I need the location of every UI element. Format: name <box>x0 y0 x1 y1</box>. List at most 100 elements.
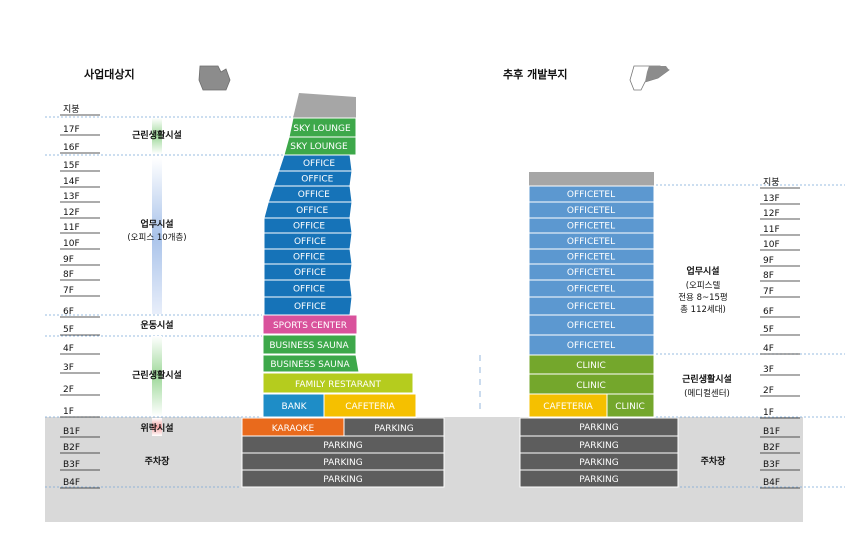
business-sauna-3f-label: BUSINESS SAUNA <box>270 360 350 370</box>
left-tower: SKY LOUNGE SKY LOUNGE OFFICEOFFICEOFFICE… <box>241 93 445 488</box>
left-office-floors: OFFICE OFFICE OFFICE OFFICE OFFICE OFFICE OFFI… <box>263 154 353 316</box>
business-sauna-4f-label: BUSINESS SAUNA <box>269 341 349 351</box>
left-floor-label: 17F <box>63 125 80 135</box>
right-officetel-floors: OFFICETEL OFFICETEL OFFICETEL OFFICETEL OFFI… <box>528 185 655 356</box>
left-site-map-icon <box>198 65 231 91</box>
officetel-floor-label: OFFICETEL <box>567 190 615 200</box>
left-floor-label: 15F <box>63 161 80 171</box>
right-floor-label: B3F <box>763 460 780 470</box>
right-zone-label-office: 업무시설 <box>686 265 719 277</box>
office-floor-label: OFFICE <box>293 222 325 232</box>
left-floor-label: 1F <box>63 407 74 417</box>
parking-floor-label: PARKING <box>579 441 619 451</box>
zone-label-office: 업무시설 <box>140 218 173 230</box>
right-zone-label-office-sub3: 총 112세대) <box>680 305 726 315</box>
office-floor-label: OFFICE <box>294 237 326 247</box>
left-floor-label: B4F <box>63 478 80 488</box>
family-restaurant <box>262 372 414 394</box>
officetel-floor-label: OFFICETEL <box>567 237 615 247</box>
office-floor-label: OFFICE <box>293 285 325 295</box>
left-floor-label: 14F <box>63 177 80 187</box>
left-floor-label: 13F <box>63 192 80 202</box>
right-zone-label-office-sub1: (오피스텔 <box>686 280 721 291</box>
cafeteria-left-label: CAFETERIA <box>345 402 395 412</box>
office-floor-label: OFFICE <box>296 206 328 216</box>
zone-label-office-sub: (오피스 10개층) <box>127 232 186 243</box>
office-floor-label: OFFICE <box>303 159 335 169</box>
right-floor-label: 10F <box>763 240 780 250</box>
office-floor-label: OFFICE <box>294 268 326 278</box>
zone-label-retail: 근린생활시설 <box>132 369 182 381</box>
left-site-title: 사업대상지 <box>84 67 135 81</box>
parking-floor-label: PARKING <box>579 423 619 433</box>
business-sauna-3f <box>262 354 360 373</box>
zone-label-parking: 주차장 <box>145 455 171 467</box>
zone-label-sports: 운동시설 <box>140 319 173 331</box>
zone-bar-retail <box>152 336 162 416</box>
officetel-floor-label: OFFICETEL <box>567 321 615 331</box>
left-floor-label: B2F <box>63 443 80 453</box>
left-floor-label: 11F <box>63 223 80 233</box>
officetel-floor-label: OFFICETEL <box>567 268 615 278</box>
zone-bar-office <box>152 158 162 314</box>
right-floor-label: 13F <box>763 194 780 204</box>
parking-floor-label: PARKING <box>323 458 363 468</box>
parking-floor <box>519 469 679 488</box>
left-floor-label: 16F <box>63 143 80 153</box>
right-floor-label: B2F <box>763 443 780 453</box>
sky-lounge-17f-label: SKY LOUNGE <box>293 124 351 134</box>
parking-floor-label: PARKING <box>579 458 619 468</box>
left-floor-label: 6F <box>63 307 74 317</box>
right-zone-label-office-sub2: 전용 8~15평 <box>678 292 728 303</box>
right-parking-floors: PARKING PARKING PARKING PARKING <box>519 417 679 488</box>
right-floor-label: 11F <box>763 225 780 235</box>
officetel-floor-label: OFFICETEL <box>567 206 615 216</box>
sky-lounge-16f <box>283 136 357 156</box>
right-floor-label: 지붕 <box>763 177 780 188</box>
left-floor-label: 12F <box>63 208 80 218</box>
sky-lounge-16f-label: SKY LOUNGE <box>290 142 348 152</box>
sports-center <box>262 314 358 335</box>
family-restaurant-label: FAMILY RESTARANT <box>295 380 381 390</box>
right-floor-label: 2F <box>763 386 774 396</box>
parking-floor-label: PARKING <box>323 475 363 485</box>
right-floor-label: B1F <box>763 427 780 437</box>
clinic-1f-label: CLINIC <box>615 402 645 412</box>
office-floor-label: OFFICE <box>294 302 326 312</box>
zone-label-top-retail: 근린생활시설 <box>132 129 182 141</box>
left-floor-label: 8F <box>63 270 74 280</box>
officetel-floor-label: OFFICETEL <box>567 302 615 312</box>
left-floor-label: 10F <box>63 239 80 249</box>
right-zone-label-parking: 주차장 <box>701 455 727 467</box>
office-floor-label: OFFICE <box>293 253 325 263</box>
b1-parking-left-label: PARKING <box>374 424 414 434</box>
zone-bar-top-retail <box>152 118 162 154</box>
right-tower: OFFICETEL OFFICETEL OFFICETEL OFFICETEL OFFI… <box>519 172 679 488</box>
right-roof <box>529 172 654 186</box>
right-zone-label-retail: 근린생활시설 <box>682 373 732 385</box>
karaoke-label: KARAOKE <box>272 424 315 434</box>
officetel-floor-label: OFFICETEL <box>567 253 615 263</box>
clinic-1f <box>606 393 655 418</box>
right-zone-label-retail-sub: (메디컬센터) <box>684 388 730 399</box>
right-floor-label: 12F <box>763 209 780 219</box>
right-floor-labels: 지붕13F12F11F10F9F8F7F6F5F4F3F2F1FB1FB2FB3… <box>760 177 800 489</box>
right-floor-label: 6F <box>763 307 774 317</box>
left-floor-label: 5F <box>63 325 74 335</box>
sports-center-label: SPORTS CENTER <box>273 321 347 331</box>
left-floor-label: B3F <box>63 460 80 470</box>
right-floor-label: 8F <box>763 271 774 281</box>
business-sauna-4f <box>262 334 357 355</box>
left-floor-label: 9F <box>63 255 74 265</box>
left-floor-label: 지붕 <box>63 104 80 115</box>
left-floor-label: 4F <box>63 344 74 354</box>
bank-label: BANK <box>282 402 308 412</box>
officetel-floor-label: OFFICETEL <box>567 285 615 295</box>
right-floor-label: B4F <box>763 478 780 488</box>
parking-floor-label: PARKING <box>579 475 619 485</box>
right-site-title: 추후 개발부지 <box>503 67 568 81</box>
officetel-floor-label: OFFICETEL <box>567 222 615 232</box>
clinic-2f-label: CLINIC <box>576 381 606 391</box>
left-floor-label: B1F <box>63 427 80 437</box>
